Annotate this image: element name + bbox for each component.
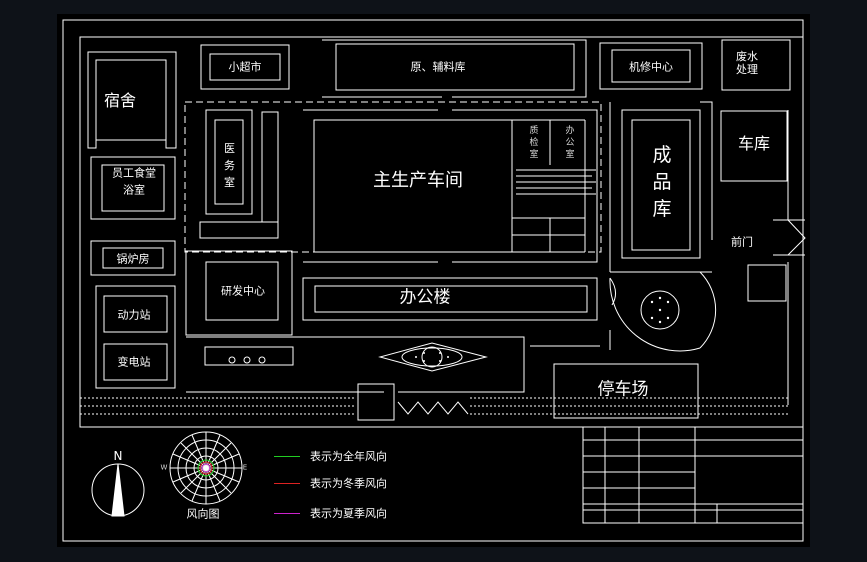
legend-annual: 表示为全年风向 [274, 448, 387, 464]
production-wall [303, 109, 598, 263]
legend-summer-text: 表示为夏季风向 [310, 507, 387, 520]
boiler-inner [102, 247, 164, 269]
repair-building [599, 42, 703, 90]
legend-winter-text: 表示为冬季风向 [310, 477, 387, 490]
legend-annual-line [274, 455, 300, 457]
workshop-hall [313, 119, 513, 253]
plaza [186, 336, 525, 393]
plaza-bench [204, 346, 294, 366]
compass-needle [111, 463, 125, 517]
parking-lot [553, 363, 699, 419]
canteen-building [90, 156, 176, 220]
fountain [378, 342, 488, 372]
legend-summer: 表示为夏季风向 [274, 505, 387, 521]
small-rooms [512, 217, 585, 252]
roundabout-texture [650, 296, 670, 324]
medical-inner [214, 119, 244, 205]
wind-rose [169, 431, 243, 505]
guard-house-east [747, 264, 787, 302]
inner-border [79, 36, 804, 428]
title-block [582, 426, 804, 524]
materials-building [322, 39, 587, 98]
legend-annual-text: 表示为全年风向 [310, 450, 387, 463]
fountain-texture [415, 352, 449, 362]
substation-inner [103, 343, 168, 381]
sliding-gate [397, 401, 469, 415]
office-inner [314, 285, 588, 313]
canteen-inner [101, 164, 165, 212]
product-inner [631, 119, 691, 251]
guard-house-south [357, 383, 395, 421]
boiler-building [90, 240, 176, 276]
stair-block [516, 169, 596, 195]
power-building [95, 285, 176, 389]
medical-building [205, 109, 253, 215]
store-inner [209, 53, 281, 81]
product-building [621, 109, 701, 259]
waste-building [721, 39, 791, 91]
office-building [302, 277, 598, 321]
power-inner [103, 295, 168, 333]
materials-inner [335, 43, 575, 91]
legend-winter: 表示为冬季风向 [274, 475, 387, 491]
roundabout [609, 277, 701, 352]
rnd-building [185, 250, 293, 336]
repair-inner [611, 49, 691, 83]
lab-grid [199, 221, 279, 239]
lab-grid-vertical [261, 111, 279, 223]
dorm-inner [95, 59, 167, 141]
east-road [609, 101, 806, 405]
legend-winter-line [274, 482, 300, 484]
rnd-inner [205, 261, 279, 321]
garage-building [720, 110, 788, 182]
south-fence [80, 397, 788, 415]
store-building [200, 44, 290, 90]
legend-summer-line [274, 512, 300, 514]
